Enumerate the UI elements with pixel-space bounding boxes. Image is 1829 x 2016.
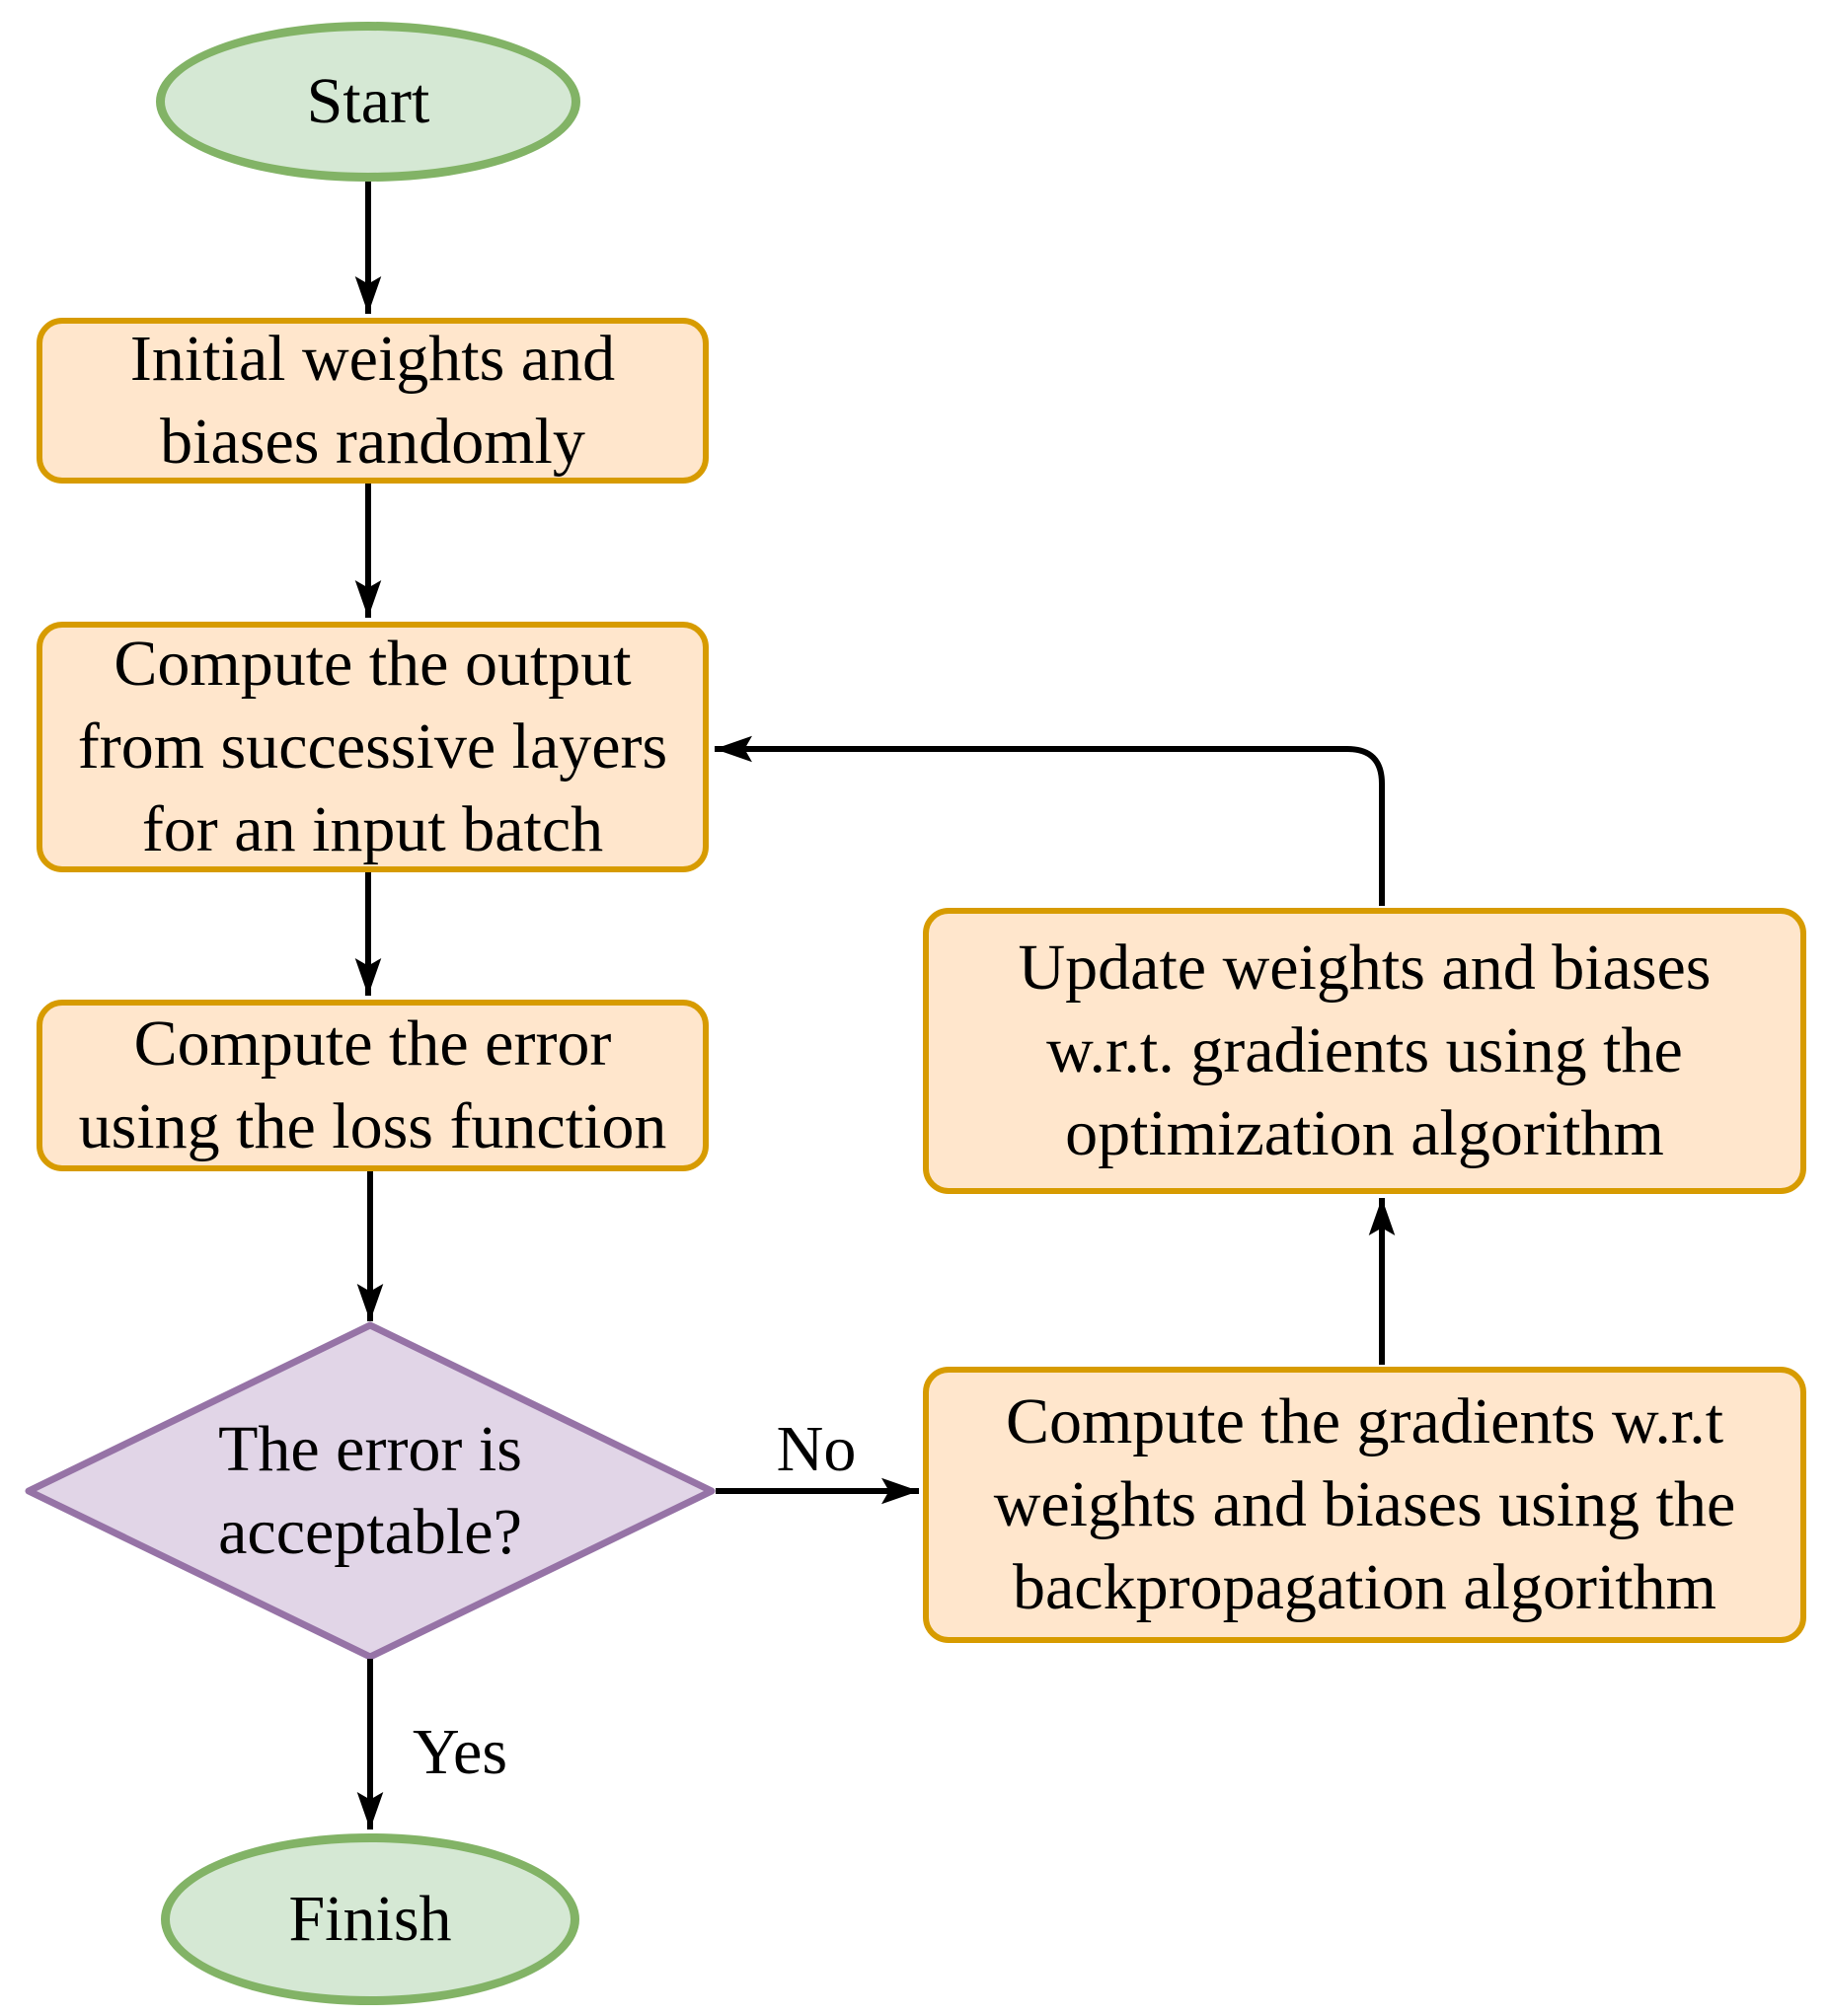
- edge-label-yes: Yes: [412, 1716, 508, 1788]
- start-label: Start: [306, 65, 430, 137]
- decision-diamond-shape: [25, 1321, 716, 1661]
- decision-line-1: The error is: [218, 1413, 522, 1485]
- decision-line-2: acceptable?: [218, 1496, 522, 1568]
- update-weights-line-3: optimization algorithm: [1065, 1097, 1664, 1169]
- compute-gradients-line-1: Compute the gradients w.r.t: [1005, 1385, 1724, 1457]
- update-weights-node: Update weights and biases w.r.t. gradien…: [923, 908, 1806, 1194]
- compute-error-node: Compute the error using the loss functio…: [37, 1000, 709, 1171]
- start-node: Start: [156, 22, 580, 182]
- compute-gradients-node: Compute the gradients w.r.t weights and …: [923, 1367, 1806, 1643]
- decision-node: The error is acceptable?: [123, 1367, 617, 1615]
- compute-output-line-1: Compute the output: [114, 628, 632, 700]
- edge-update-weights-to-compute-output-feedback: [715, 735, 1385, 906]
- compute-error-line-2: using the loss function: [78, 1090, 667, 1162]
- compute-gradients-line-3: backpropagation algorithm: [1013, 1551, 1716, 1623]
- compute-output-line-3: for an input batch: [141, 793, 604, 865]
- compute-error-line-1: Compute the error: [133, 1008, 612, 1080]
- compute-output-line-2: from successive layers: [77, 710, 668, 783]
- compute-output-node: Compute the output from successive layer…: [37, 622, 709, 872]
- compute-gradients-line-2: weights and biases using the: [993, 1468, 1736, 1540]
- init-weights-line-2: biases randomly: [160, 406, 585, 478]
- update-weights-line-1: Update weights and biases: [1018, 932, 1712, 1004]
- finish-label: Finish: [288, 1883, 452, 1955]
- edge-label-no: No: [776, 1413, 857, 1485]
- finish-node: Finish: [161, 1833, 579, 2005]
- update-weights-line-2: w.r.t. gradients using the: [1046, 1014, 1683, 1086]
- init-weights-line-1: Initial weights and: [129, 323, 616, 395]
- init-weights-node: Initial weights and biases randomly: [37, 318, 709, 484]
